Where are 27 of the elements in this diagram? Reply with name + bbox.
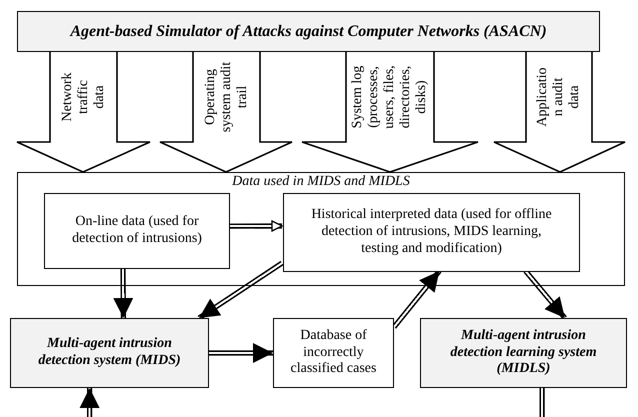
block-arrow — [493, 51, 626, 173]
system-box — [420, 318, 627, 388]
process-box — [273, 318, 394, 388]
double-arrow — [209, 343, 273, 363]
box-text: Multi-agent intrusion detection system (MIDS) — [37, 336, 182, 370]
box-text: On-line data (used for detection of intrusions) — [71, 214, 203, 248]
box-text: Historical interpreted data (used for offline detection of intrusions, MIDS learning, testing and modification) — [310, 207, 553, 258]
edge-label: Applicatio n audit data — [534, 66, 584, 128]
banner-box — [17, 11, 600, 52]
block-arrow — [301, 51, 479, 173]
group-panel — [17, 172, 625, 286]
box-text: Multi-agent intrusion detection learning system (MIDLS) — [449, 328, 598, 378]
process-box — [283, 193, 580, 272]
box-text: Database of incorrectly classified cases — [290, 328, 378, 378]
edge-label: Operating system audit trail — [202, 61, 251, 133]
box-text: Agent-based Simulator of Attacks against Computer Networks (ASACN) — [70, 22, 547, 42]
edge-label: Network traffic data — [59, 72, 108, 124]
double-arrow — [229, 220, 283, 232]
process-box — [44, 193, 230, 269]
double-arrow — [198, 260, 284, 320]
system-box — [10, 318, 209, 388]
block-arrow — [159, 51, 293, 173]
double-arrow — [80, 388, 100, 417]
panel-title: Data used in MIDS and MIDLS — [232, 175, 410, 189]
block-arrow — [16, 51, 151, 173]
edge-label: System log (processes, users, files, directories, disks) — [350, 64, 430, 131]
double-arrow — [113, 268, 134, 318]
